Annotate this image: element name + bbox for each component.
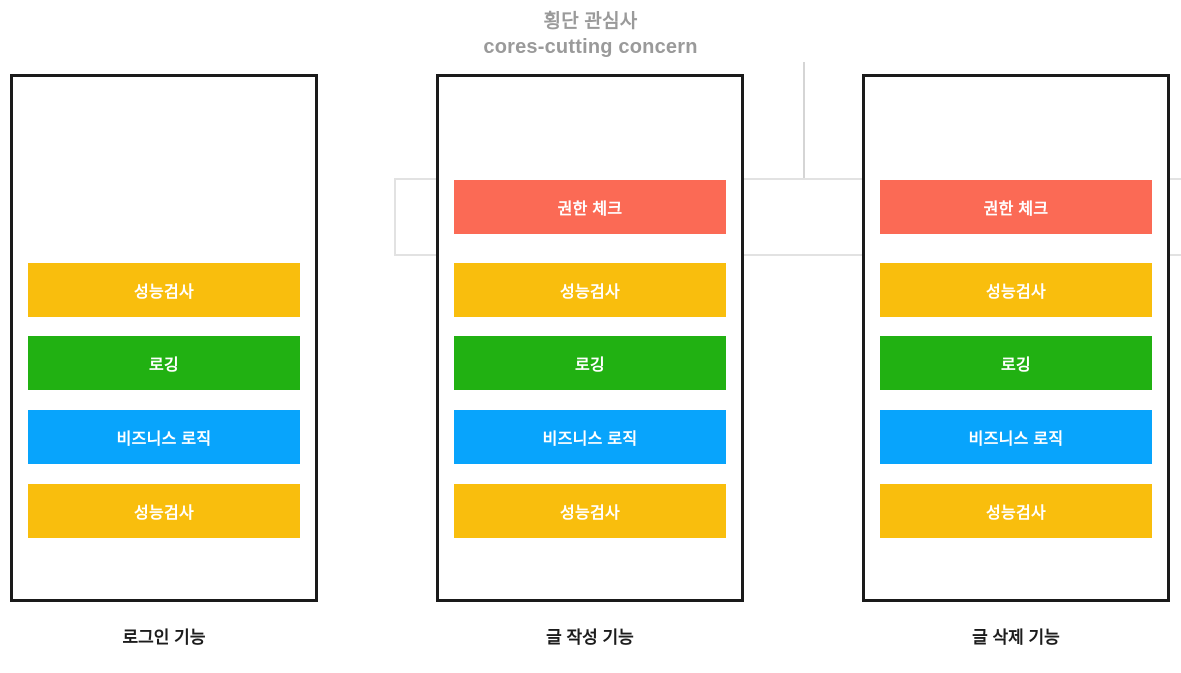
column-caption-write-post: 글 작성 기능 bbox=[546, 628, 634, 647]
column-caption-delete-post: 글 삭제 기능 bbox=[972, 628, 1060, 647]
layer-bar-label: 로깅 bbox=[574, 357, 606, 374]
layer-bar[interactable]: 권한 체크 bbox=[880, 180, 1152, 234]
layer-bar[interactable]: 비즈니스 로직 bbox=[28, 410, 300, 464]
layer-bar[interactable]: 성능검사 bbox=[454, 263, 726, 317]
feature-column-delete-post[interactable]: 권한 체크 성능검사 로깅 비즈니스 로직 성능검사 bbox=[862, 74, 1170, 602]
layer-bar-label: 권한 체크 bbox=[557, 201, 623, 218]
feature-column-write-post[interactable]: 권한 체크 성능검사 로깅 비즈니스 로직 성능검사 bbox=[436, 74, 744, 602]
layer-bar-label: 비즈니스 로직 bbox=[968, 431, 1064, 448]
diagram-title-english: cores-cutting concern bbox=[483, 36, 698, 58]
feature-column-login[interactable]: 성능검사 로깅 비즈니스 로직 성능검사 bbox=[10, 74, 318, 602]
layer-stack: 성능검사 로깅 비즈니스 로직 성능검사 bbox=[28, 77, 300, 599]
layer-bar[interactable]: 성능검사 bbox=[880, 263, 1152, 317]
layer-stack: 권한 체크 성능검사 로깅 비즈니스 로직 성능검사 bbox=[880, 77, 1152, 599]
layer-bar[interactable]: 로깅 bbox=[880, 336, 1152, 390]
layer-bar-label: 비즈니스 로직 bbox=[542, 431, 638, 448]
layer-bar[interactable]: 성능검사 bbox=[28, 484, 300, 538]
layer-bar[interactable]: 비즈니스 로직 bbox=[880, 410, 1152, 464]
layer-bar-label: 성능검사 bbox=[133, 505, 195, 522]
layer-bar[interactable]: 권한 체크 bbox=[454, 180, 726, 234]
layer-bar-label: 성능검사 bbox=[133, 284, 195, 301]
layer-bar[interactable]: 성능검사 bbox=[880, 484, 1152, 538]
layer-stack: 권한 체크 성능검사 로깅 비즈니스 로직 성능검사 bbox=[454, 77, 726, 599]
layer-bar-label: 성능검사 bbox=[559, 284, 621, 301]
layer-bar-label: 권한 체크 bbox=[983, 201, 1049, 218]
column-caption-login: 로그인 기능 bbox=[122, 628, 206, 647]
layer-bar-label: 성능검사 bbox=[985, 505, 1047, 522]
diagram-title-korean: 횡단 관심사 bbox=[543, 11, 638, 32]
layer-bar[interactable]: 비즈니스 로직 bbox=[454, 410, 726, 464]
layer-bar[interactable]: 성능검사 bbox=[454, 484, 726, 538]
layer-bar-label: 성능검사 bbox=[985, 284, 1047, 301]
layer-bar-label: 로깅 bbox=[148, 357, 180, 374]
layer-bar-label: 비즈니스 로직 bbox=[116, 431, 212, 448]
connector-line-icon bbox=[803, 62, 805, 179]
layer-bar-label: 성능검사 bbox=[559, 505, 621, 522]
layer-bar[interactable]: 성능검사 bbox=[28, 263, 300, 317]
layer-bar[interactable]: 로깅 bbox=[454, 336, 726, 390]
layer-bar[interactable]: 로깅 bbox=[28, 336, 300, 390]
layer-bar-label: 로깅 bbox=[1000, 357, 1032, 374]
